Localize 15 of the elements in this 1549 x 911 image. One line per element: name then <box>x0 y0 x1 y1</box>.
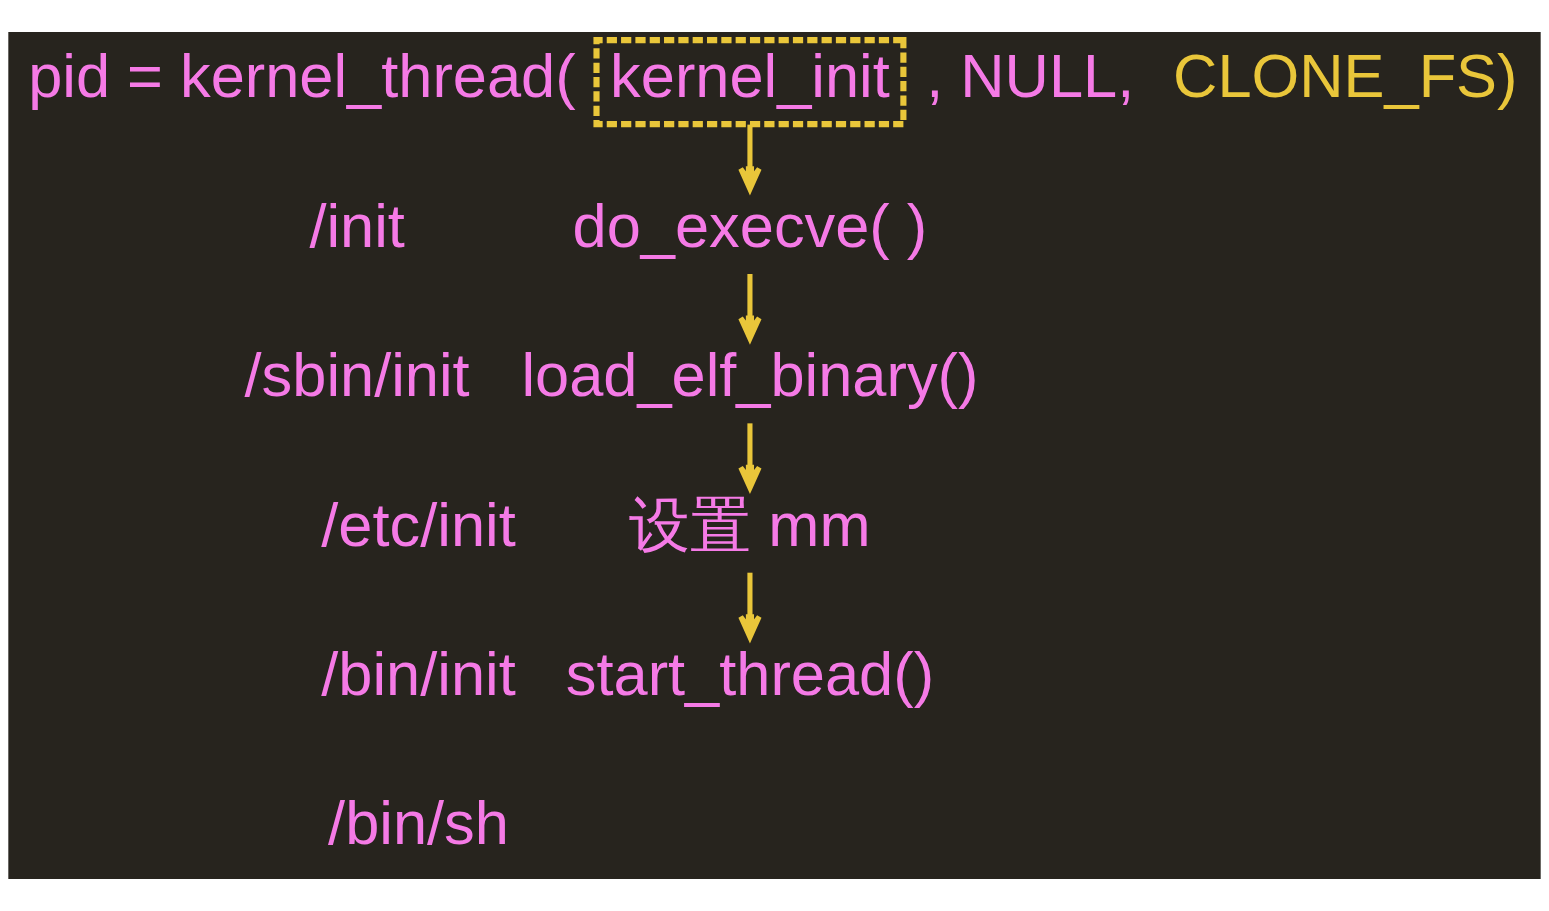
arrow <box>738 274 762 342</box>
label: /init <box>309 190 405 260</box>
node-text: 设置 mm <box>629 489 871 559</box>
arrow <box>738 423 762 491</box>
label: pid = kernel_thread( <box>28 41 576 111</box>
node-text: start_thread() <box>565 638 935 708</box>
label: /sbin/init <box>244 340 470 410</box>
label: , NULL, <box>926 41 1135 111</box>
label: /etc/init <box>321 489 516 559</box>
node-text: do_execve( ) <box>572 190 928 260</box>
label: /bin/init <box>321 638 516 708</box>
node-text: load_elf_binary() <box>521 340 979 410</box>
node-box: kernel_init <box>593 37 907 128</box>
label: CLONE_FS) <box>1173 41 1518 111</box>
label: /bin/sh <box>328 788 509 858</box>
